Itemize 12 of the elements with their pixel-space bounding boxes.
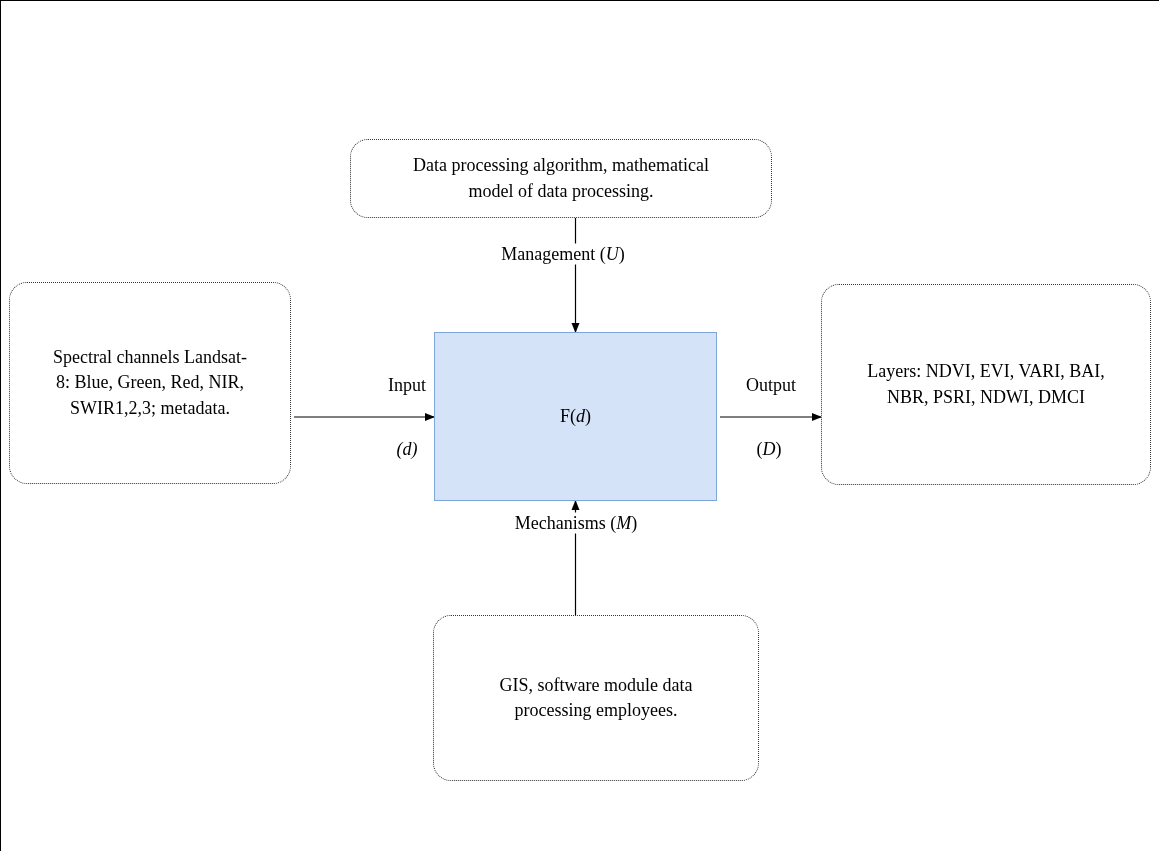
box-text: Layers: NDVI, EVI, VARI, BAI, NBR, PSRI, NDWI, DMCI xyxy=(866,360,1106,409)
dotted-box xyxy=(9,282,291,484)
box-text: GIS, software module data processing employees. xyxy=(498,673,694,722)
dotted-box xyxy=(350,139,772,218)
box-text: Data processing algorithm, mathematical model of data processing. xyxy=(412,154,710,203)
function-box xyxy=(434,332,717,501)
arrow xyxy=(719,413,822,421)
dotted-box xyxy=(433,615,759,781)
dotted-box xyxy=(821,284,1151,485)
arrow xyxy=(293,413,435,421)
box-text: F(d) xyxy=(560,404,591,428)
box-text: Spectral channels Landsat-8: Blue, Green, Red, NIR, SWIR1,2,3; metadata. xyxy=(52,346,248,420)
